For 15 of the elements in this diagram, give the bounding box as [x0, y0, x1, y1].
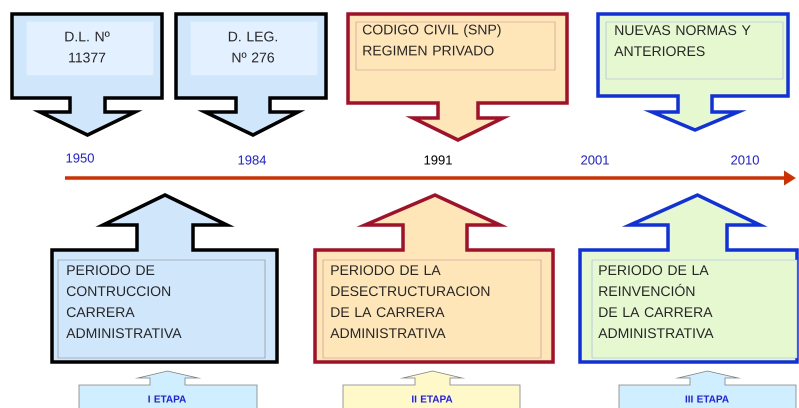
year-label: 1950: [66, 153, 94, 163]
year-label: 2001: [581, 155, 609, 165]
callout-box: PERIODO DE CONTRUCCION CARRERA ADMINISTRATIVA: [50, 193, 279, 364]
stage-callout: II ETAPA: [342, 370, 520, 408]
callout-box: D.L. Nº 11377: [10, 12, 164, 137]
callout-box: CODIGO CIVIL (SNP) REGIMEN PRIVADO: [346, 12, 569, 142]
stage-callout: III ETAPA: [618, 370, 796, 408]
callout-box: NUEVAS NORMAS Y ANTERIORES: [596, 12, 790, 132]
year-label: 1984: [238, 155, 266, 165]
stage-callout: I ETAPA: [78, 370, 258, 408]
year-label: 1991: [424, 155, 452, 165]
callout-box: PERIODO DE LA REINVENCIÓN DE LA CARRERA ADMINISTRATIVA: [578, 193, 799, 364]
year-label: 2010: [731, 155, 759, 165]
callout-box: PERIODO DE LA DESECTRUCTURACION DE LA CARRERA ADMINISTRATIVA: [313, 193, 555, 364]
callout-box: D. LEG. Nº 276: [174, 12, 328, 137]
